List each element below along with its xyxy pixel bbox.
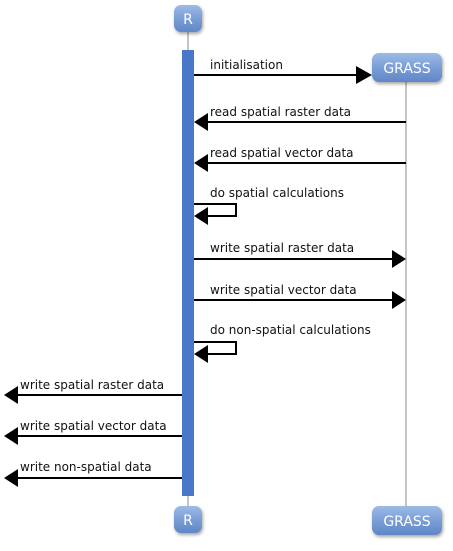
arrow-head <box>194 207 208 225</box>
message-label: do non-spatial calculations <box>210 323 371 337</box>
message-label: write spatial raster data <box>20 378 164 392</box>
message-write-vector-grass: write spatial vector data <box>194 283 406 309</box>
message-write-raster-grass: write spatial raster data <box>194 241 406 268</box>
message-read-raster: read spatial raster data <box>194 105 406 131</box>
message-label: read spatial raster data <box>210 105 351 119</box>
message-write-raster-out: write spatial raster data <box>4 378 182 404</box>
message-label: initialisation <box>210 58 283 72</box>
message-do-non-spatial-calculations: do non-spatial calculations <box>194 323 371 363</box>
message-initialisation: initialisation <box>194 58 372 84</box>
message-write-non-spatial-out: write non-spatial data <box>4 460 182 487</box>
message-label: write spatial vector data <box>210 283 357 297</box>
participant-r-top-label: R <box>183 12 193 28</box>
message-label: read spatial vector data <box>210 146 354 160</box>
arrow-head <box>194 345 208 363</box>
message-label: write spatial raster data <box>210 241 354 255</box>
arrow-head <box>392 250 406 268</box>
arrow-head <box>356 66 372 84</box>
arrow-head <box>194 154 208 172</box>
participant-r-top: R <box>174 5 202 32</box>
message-label: write non-spatial data <box>20 460 152 474</box>
message-label: write spatial vector data <box>20 419 167 433</box>
arrow-head <box>194 113 208 131</box>
participant-grass-top: GRASS <box>372 53 442 82</box>
participant-grass-top-label: GRASS <box>383 61 430 77</box>
message-do-spatial-calculations: do spatial calculations <box>194 186 344 225</box>
participant-grass-bottom: GRASS <box>372 506 442 535</box>
participant-r-bottom: R <box>174 506 202 533</box>
message-read-vector: read spatial vector data <box>194 146 406 172</box>
arrow-head <box>4 469 18 487</box>
participant-r-bottom-label: R <box>183 513 193 529</box>
arrow-head <box>4 386 18 404</box>
participant-grass-bottom-label: GRASS <box>383 514 430 530</box>
message-write-vector-out: write spatial vector data <box>4 419 182 445</box>
r-activation-bar <box>182 50 194 496</box>
arrow-head <box>392 291 406 309</box>
message-label: do spatial calculations <box>210 186 344 200</box>
arrow-head <box>4 427 18 445</box>
